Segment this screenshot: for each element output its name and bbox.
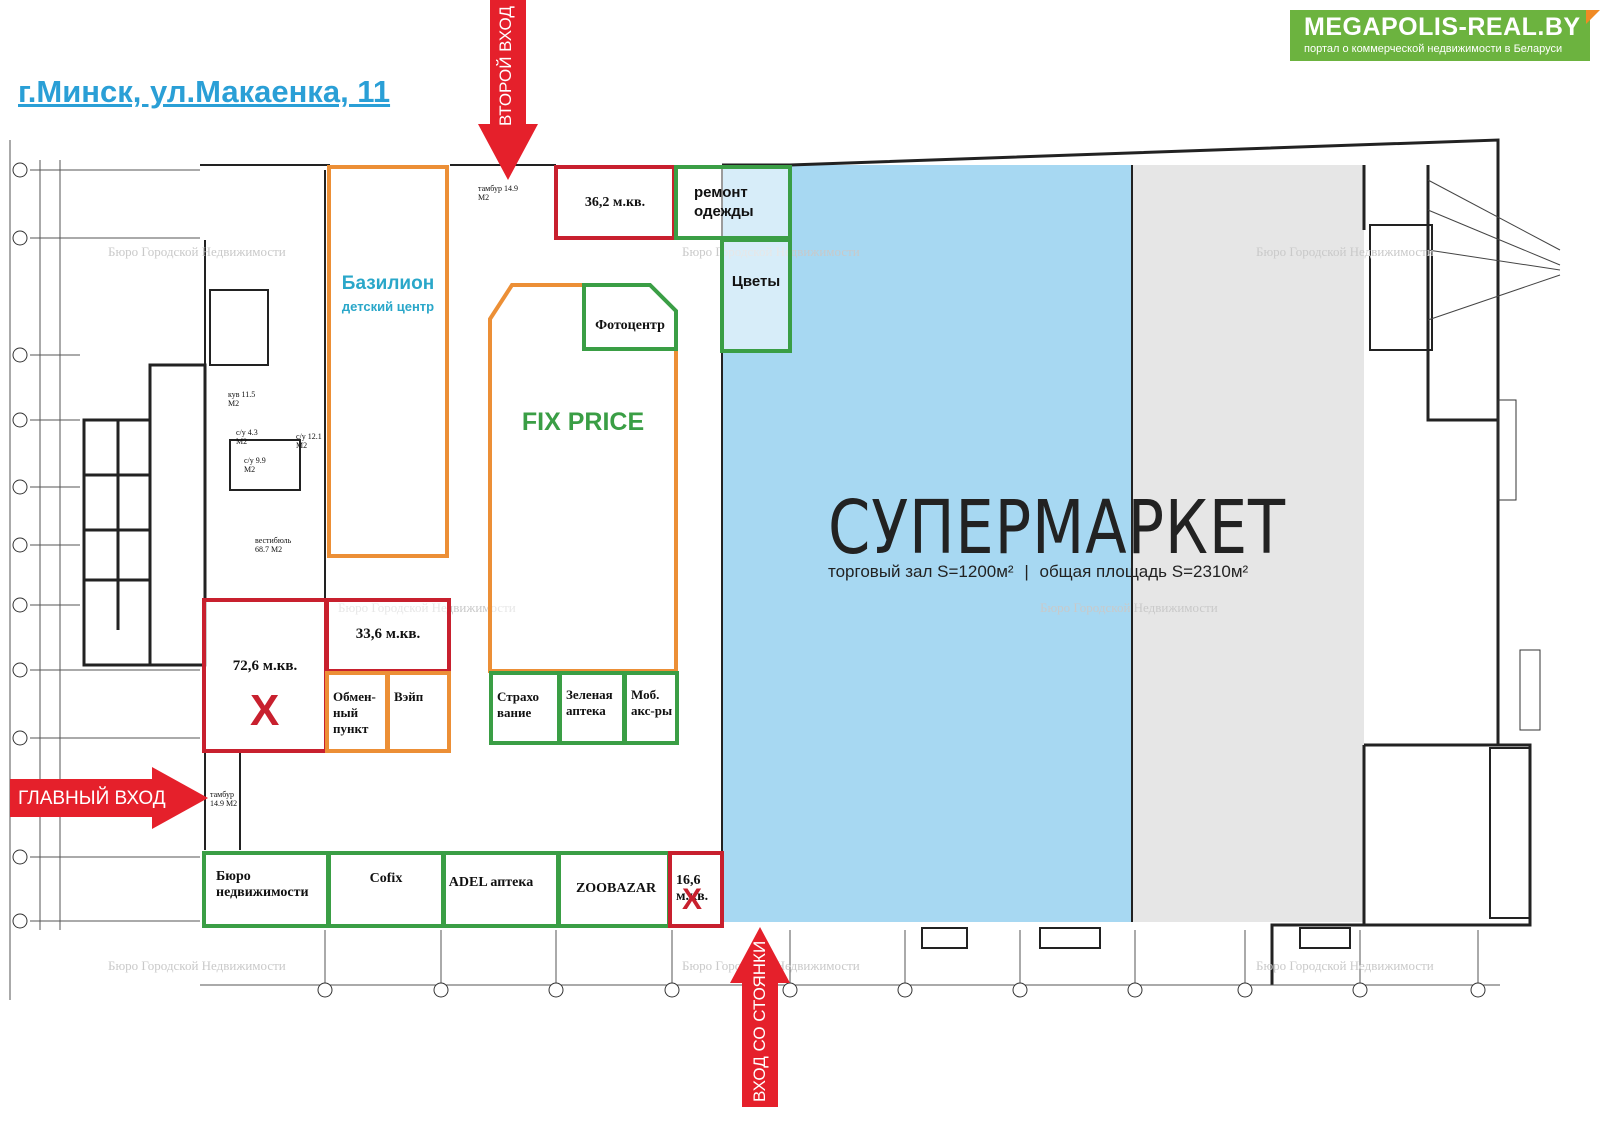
adel-label: ADEL аптека (448, 875, 534, 890)
room-insurance[interactable]: Страхо вание (489, 671, 561, 745)
supermarket-sales-area-label: торговый зал S=1200м² (828, 562, 1014, 581)
supermarket-title: СУПЕРМАРКЕТ (828, 485, 1286, 571)
area-36-label: 36,2 м.кв. (584, 195, 646, 210)
room-clothes-repair[interactable]: ремонт одежды (674, 165, 792, 240)
basilion-sub: детский центр (341, 299, 435, 314)
room-green-pharmacy[interactable]: Зеленая аптека (558, 671, 626, 745)
area-72-label: 72,6 м.кв. (232, 658, 298, 674)
room-vape[interactable]: Вэйп (386, 671, 451, 753)
logo-corner-icon (1586, 10, 1600, 24)
watermark: Бюро Городской Недвижимости (1040, 600, 1218, 615)
equipment-room (1369, 224, 1531, 919)
green-pharmacy-label: Зеленая аптека (566, 687, 613, 718)
room-mobile[interactable]: Моб. акс-ры (623, 671, 679, 745)
room-72-6[interactable]: 72,6 м.кв. X (202, 598, 328, 753)
wc1-label: с/у 4.3 М2 (236, 428, 258, 446)
supermarket-areas: торговый зал S=1200м² | общая площадь S=… (828, 562, 1249, 581)
supermarket-storage-area (1132, 165, 1364, 922)
room-flowers[interactable]: Цветы (720, 238, 792, 353)
tambour-top-label: тамбур 14.9 М2 (478, 184, 518, 202)
watermark: Бюро Городской Недвижимости (108, 958, 286, 973)
room-bureau[interactable]: Бюро недвижимости (202, 851, 330, 928)
wc3-label: с/у 9.9 М2 (244, 456, 266, 474)
wc2-label: с/у 12.1 М2 (296, 432, 322, 450)
room-photocenter[interactable] (580, 281, 680, 353)
vestibule-label: вестибюль 68.7 М2 (255, 536, 292, 554)
insurance-label: Страхо вание (497, 689, 539, 720)
megapolis-logo[interactable]: MEGAPOLIS-REAL.BY портал о коммерческой … (1290, 10, 1600, 61)
photocenter-label: Фотоцентр (595, 318, 665, 333)
room-cofix[interactable]: Cofix (327, 851, 445, 928)
occupied-x-icon: X (250, 686, 280, 735)
room-basilion[interactable]: Базилион детский центр (327, 165, 449, 558)
main-entrance-arrow (10, 767, 208, 829)
room-zoobazar[interactable]: ZOOBAZAR (557, 851, 671, 928)
supermarket-total-area-label: общая площадь S=2310м² (1039, 562, 1249, 581)
address-title: г.Минск, ул.Макаенка, 11 (18, 74, 391, 109)
second-entrance-label: ВТОРОЙ ВХОД (496, 6, 515, 126)
zoobazar-label: ZOOBAZAR (575, 881, 657, 896)
kuv-label: кув 11.5 М2 (228, 390, 256, 408)
room-adel[interactable]: ADEL аптека (442, 851, 560, 928)
occupied-x-icon: X (682, 883, 703, 916)
area-33-label: 33,6 м.кв. (355, 626, 421, 642)
room-16-6[interactable]: 16,6 м.кв. X (668, 851, 724, 928)
stairs-right (1497, 399, 1541, 731)
cofix-label: Cofix (369, 871, 403, 886)
watermark: Бюро Городской Недвижимости (108, 244, 286, 259)
vape-label: Вэйп (394, 689, 424, 704)
watermark: Бюро Городской Недвижимости (1256, 244, 1434, 259)
parking-entrance-arrow (730, 927, 790, 1107)
axis-markers (12, 162, 1486, 998)
logo-tagline: портал о коммерческой недвижимости в Бел… (1304, 43, 1563, 55)
leader-lines (1427, 179, 1561, 321)
basilion-name: Базилион (341, 273, 435, 294)
stairwell-left (82, 363, 207, 667)
logo-name: MEGAPOLIS-REAL.BY (1304, 13, 1581, 41)
second-entrance-arrow (478, 0, 538, 180)
flowers-label: Цветы (731, 273, 781, 290)
area-16-label: 16,6 м.кв. (676, 873, 709, 904)
room-33-6[interactable]: 33,6 м.кв. (325, 598, 451, 673)
room-36-2[interactable]: 36,2 м.кв. (554, 165, 676, 240)
exchange-label: Обмен-ный пункт (333, 689, 376, 736)
mobile-label: Моб. акс-ры (631, 687, 673, 718)
tambour-main-label: тамбур 14.9 М2 (210, 790, 238, 808)
bureau-label: Бюро недвижимости (216, 869, 309, 900)
parking-entrance-label: ВХОД СО СТОЯНКИ (750, 940, 769, 1102)
clothes-repair-label: ремонт одежды (694, 184, 754, 220)
fixprice-label: FIX PRICE (521, 408, 645, 436)
watermark: Бюро Городской Недвижимости (1256, 958, 1434, 973)
room-exchange[interactable]: Обмен-ный пункт (325, 671, 389, 753)
main-entrance-label: ГЛАВНЫЙ ВХОД (18, 788, 166, 809)
